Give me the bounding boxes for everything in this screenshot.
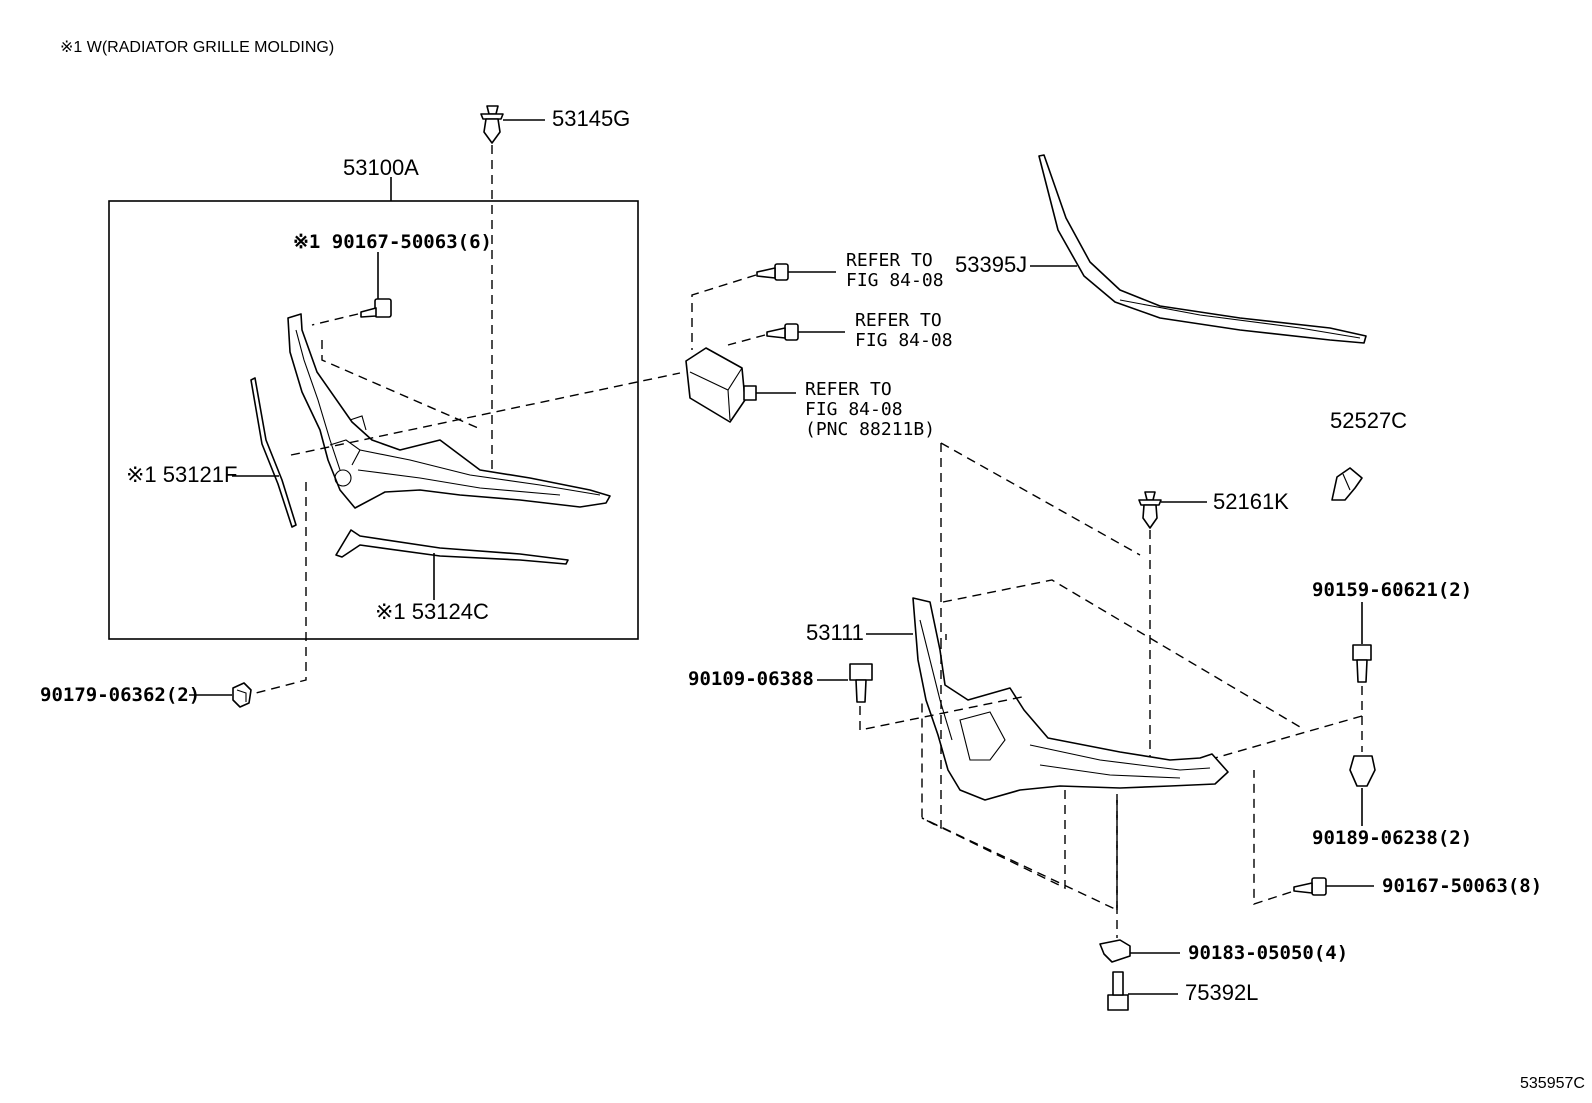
part-label-90179-06362: 90179-06362(2) [40,684,201,706]
part-label-53111: 53111 [806,620,864,645]
molding-icon [250,377,297,528]
molding-icon [1038,154,1367,344]
group-label: 53100A [343,155,419,180]
screw-icon [766,323,799,341]
clip-icon [1138,491,1162,529]
screw-icon [1293,877,1327,896]
bolt-icon [1352,644,1372,683]
nut-icon [1099,939,1131,963]
bracket-icon [1331,467,1363,501]
molding-icon [335,529,569,565]
part-label-75392l: 75392L [1185,980,1259,1005]
bracket-icon [912,597,1229,801]
part-label-52527c: 52527C [1330,408,1408,433]
part-label-90159-60621: 90159-60621(2) [1312,579,1473,601]
screw-icon [360,298,392,318]
part-label-90189-06238: 90189-06238(2) [1312,827,1473,849]
part-label-53395j: 53395J [955,252,1028,277]
part-label-90109-06388: 90109-06388 [688,668,814,690]
bolt-icon [849,663,873,703]
sensor-icon [685,347,757,423]
clip-icon [480,105,504,144]
part-label-90167-50063-8: 90167-50063(8) [1382,875,1543,897]
part-label-53121f: ※1 53121F [126,462,238,487]
nut-icon [1349,755,1376,787]
part-label-53124c: ※1 53124C [375,599,489,624]
bolt-icon [1107,971,1129,1011]
grille-icon [287,313,611,509]
nut-icon [232,682,252,708]
group-box [108,200,639,640]
diagram-id: 535957C [1520,1075,1585,1092]
part-label-90183-05050: 90183-05050(4) [1188,942,1349,964]
part-label-90167-50063-6: ※1 90167-50063(6) [293,231,492,253]
screw-icon [756,263,789,281]
part-label-53145g: 53145G [552,106,631,131]
header-note: ※1 W(RADIATOR GRILLE MOLDING) [60,39,335,56]
part-label-52161k: 52161K [1213,489,1289,514]
